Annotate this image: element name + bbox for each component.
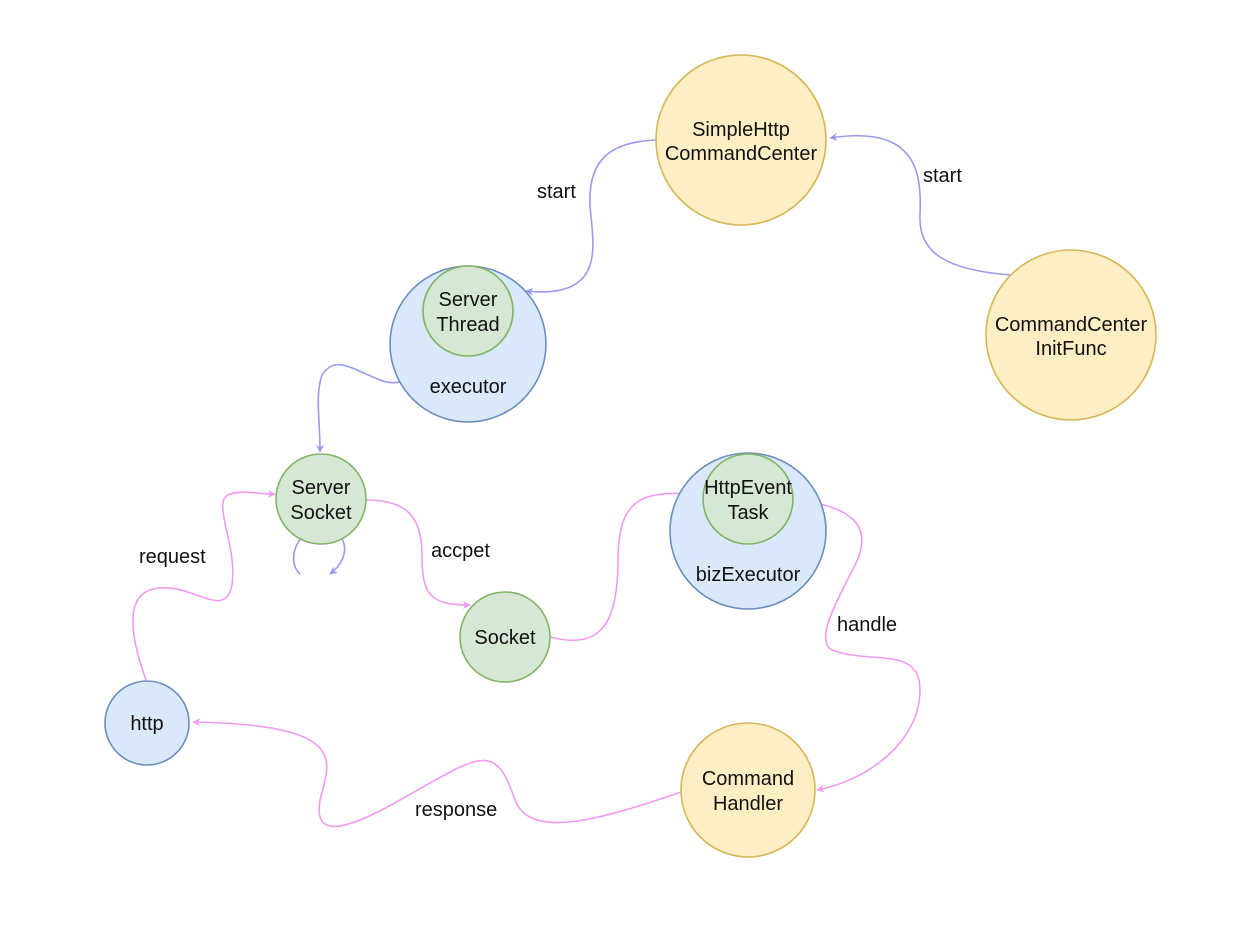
node-label-line2: InitFunc (1035, 338, 1106, 360)
node-server-thread[interactable]: Server Thread (422, 265, 514, 357)
node-simple-http-command-center[interactable]: SimpleHttp CommandCenter (655, 54, 827, 226)
node-label-line2: Handler (713, 793, 783, 815)
node-command-center-init-func[interactable]: CommandCenter InitFunc (985, 249, 1157, 421)
edge-accept-serversocket-to-socket (365, 499, 471, 609)
edge-label-start-right: start (923, 165, 962, 187)
node-label-line1: Server (292, 477, 351, 499)
edge-label-request: request (139, 546, 206, 568)
node-http-event-task[interactable]: HttpEvent Task (702, 453, 794, 545)
node-socket[interactable]: Socket (459, 591, 551, 683)
edge-handle-httpeventtask-to-commandhandler (792, 499, 921, 793)
node-label: http (130, 713, 163, 735)
edge-request-http-to-serversocket (132, 489, 276, 681)
edge-start-commandcenter-to-serverthread (525, 139, 657, 296)
node-label-line2: Thread (436, 314, 499, 336)
node-label-line1: Server (439, 289, 498, 311)
node-label: executor (430, 376, 507, 398)
node-label-line2: CommandCenter (665, 143, 818, 165)
node-server-socket[interactable]: Server Socket (275, 453, 367, 545)
node-label-line1: Command (702, 768, 794, 790)
node-label-line2: Task (727, 502, 769, 524)
node-label-line1: CommandCenter (995, 314, 1148, 336)
edge-label-accept: accpet (431, 540, 490, 562)
node-label-line2: Socket (290, 502, 352, 524)
node-http[interactable]: http (104, 680, 190, 766)
node-command-handler[interactable]: Command Handler (680, 722, 816, 858)
edge-label-response: response (415, 799, 497, 821)
edge-label-handle: handle (837, 614, 897, 636)
node-label: Socket (474, 627, 536, 649)
edge-label-start-left: start (537, 181, 576, 203)
edge-socket-to-httpeventtask (549, 489, 704, 642)
node-label-line1: SimpleHttp (692, 119, 790, 141)
node-label-line1: HttpEvent (704, 477, 792, 499)
edge-start-initfunc-to-commandcenter (829, 132, 1011, 276)
edge-response-commandhandler-to-http (192, 718, 682, 828)
node-label: bizExecutor (696, 564, 801, 586)
